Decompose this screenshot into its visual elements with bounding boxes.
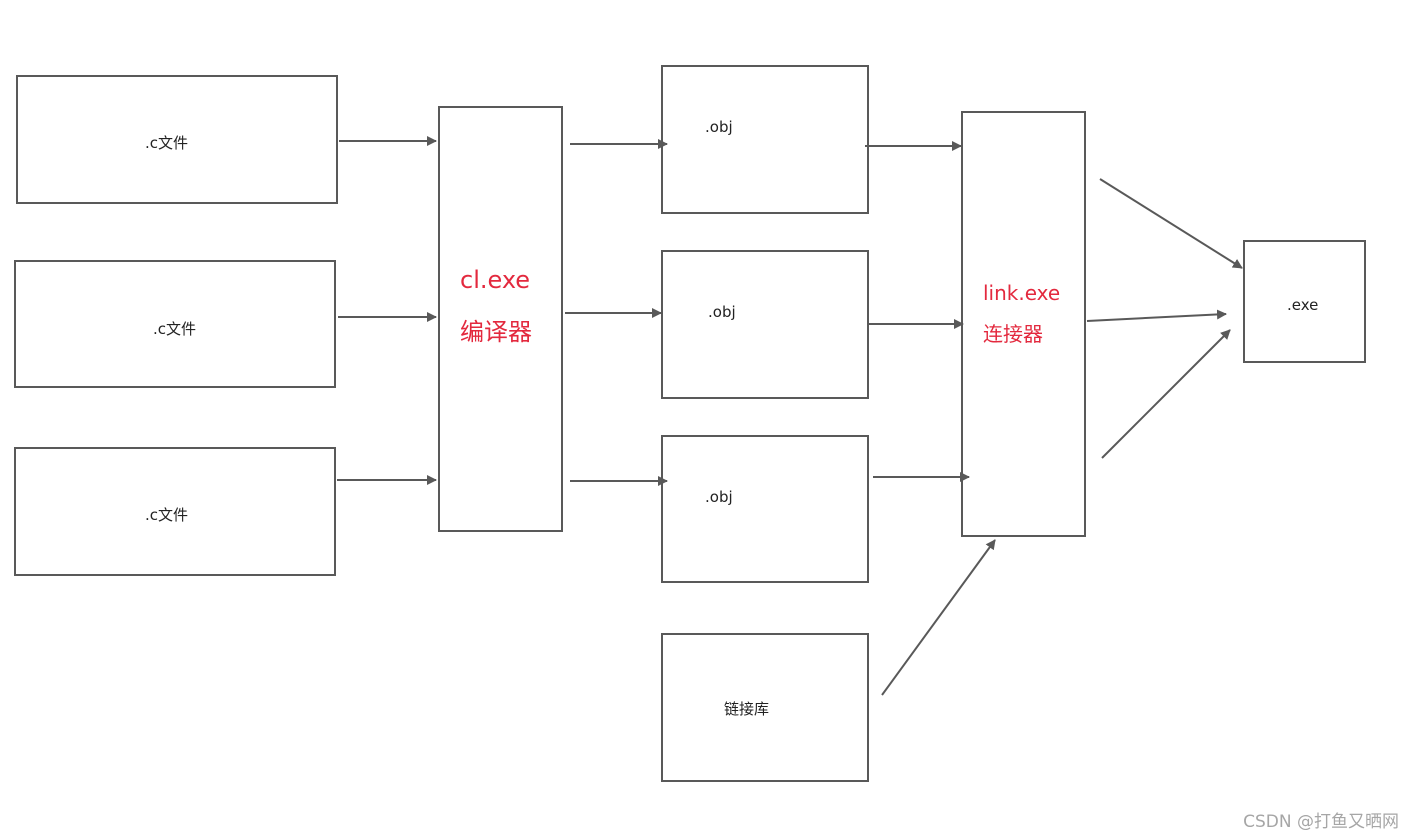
arrow-linker-to-exe-upper bbox=[1099, 178, 1243, 269]
compiler-name: cl.exe bbox=[460, 266, 531, 294]
linker-role: 连接器 bbox=[983, 322, 1043, 346]
library-box: 链接库 bbox=[661, 633, 869, 782]
compiler-box: cl.exe 编译器 bbox=[438, 106, 563, 532]
object-file-label: .obj bbox=[708, 303, 736, 321]
source-file-box-1: .c文件 bbox=[16, 75, 338, 204]
arrow-linker-to-exe-middle bbox=[1086, 309, 1227, 322]
compiler-role: 编译器 bbox=[460, 318, 532, 346]
arrow-library-to-linker bbox=[881, 539, 996, 696]
arrow-linker-to-exe-lower bbox=[1101, 329, 1231, 459]
executable-box: .exe bbox=[1243, 240, 1366, 363]
source-file-box-2: .c文件 bbox=[14, 260, 336, 388]
linker-name: link.exe bbox=[983, 281, 1061, 305]
watermark-text: CSDN @打鱼又晒网 bbox=[1243, 812, 1399, 832]
object-file-label: .obj bbox=[705, 488, 733, 506]
executable-label: .exe bbox=[1287, 296, 1319, 314]
source-file-box-3: .c文件 bbox=[14, 447, 336, 576]
object-file-label: .obj bbox=[705, 118, 733, 136]
library-label: 链接库 bbox=[724, 700, 770, 718]
object-file-box-2: .obj bbox=[661, 250, 869, 399]
object-file-box-1: .obj bbox=[661, 65, 869, 214]
object-file-box-3: .obj bbox=[661, 435, 869, 583]
linker-box: link.exe 连接器 bbox=[961, 111, 1086, 537]
source-file-label: .c文件 bbox=[153, 320, 197, 338]
source-file-label: .c文件 bbox=[145, 506, 189, 524]
source-file-label: .c文件 bbox=[145, 134, 189, 152]
